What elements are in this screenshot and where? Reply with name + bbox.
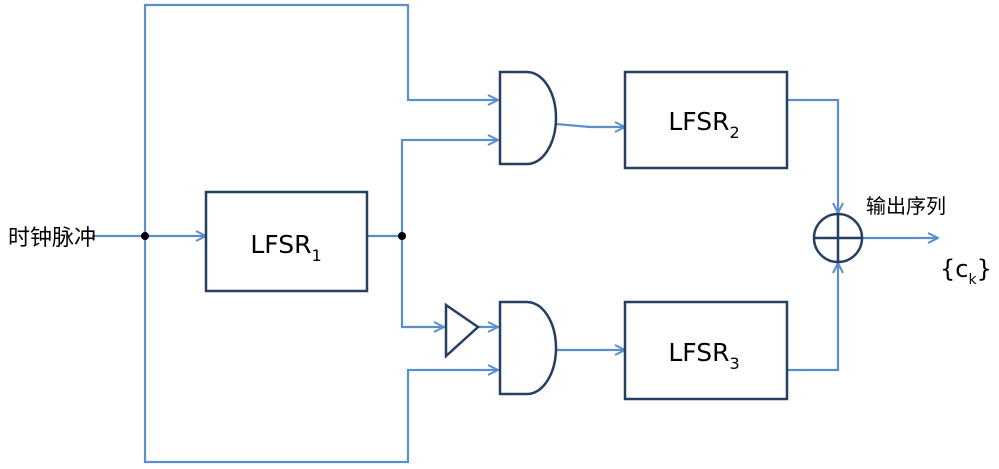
lfsr3-block: LFSR3 [623, 300, 789, 401]
lfsr2-block: LFSR2 [623, 70, 789, 170]
wire-lfsr3-to-xor [787, 263, 838, 372]
wires [92, 3, 938, 464]
junction-lfsr1-out [398, 232, 406, 240]
lfsr1-block: LFSR1 [204, 190, 369, 293]
svg-text:{ck}: {ck} [940, 255, 992, 288]
lfsr1-label: LFSR [250, 230, 311, 259]
lfsr3-subscript: 3 [729, 354, 739, 373]
wire-lfsr2-to-xor [787, 98, 838, 213]
svg-text:LFSR1: LFSR1 [250, 230, 321, 265]
wire-clock-loop-bottom [143, 236, 498, 464]
clock-pulse-label: 时钟脉冲 [8, 226, 96, 251]
output-symbol-close: } [977, 255, 992, 283]
junction-clock [141, 232, 149, 240]
and-gate-top [498, 70, 558, 166]
wire-lfsr1-to-not [400, 236, 444, 327]
lfsr2-label: LFSR [668, 107, 729, 136]
output-sequence-label: 输出序列 [866, 194, 946, 218]
and-gate-bottom [498, 300, 558, 396]
xor-gate [812, 212, 864, 264]
inverter-gate [444, 302, 481, 359]
output-symbol: {c [940, 255, 968, 283]
svg-text:LFSR3: LFSR3 [668, 338, 739, 373]
lfsr3-label: LFSR [668, 338, 729, 367]
lfsr2-subscript: 2 [729, 123, 739, 142]
lfsr1-subscript: 1 [311, 246, 321, 265]
svg-text:LFSR2: LFSR2 [668, 107, 739, 142]
wire-and1-to-lfsr2 [555, 124, 625, 127]
wire-clock-loop [143, 3, 498, 236]
wire-lfsr1-to-and1 [400, 140, 498, 236]
output-symbol-subscript: k [968, 272, 977, 288]
